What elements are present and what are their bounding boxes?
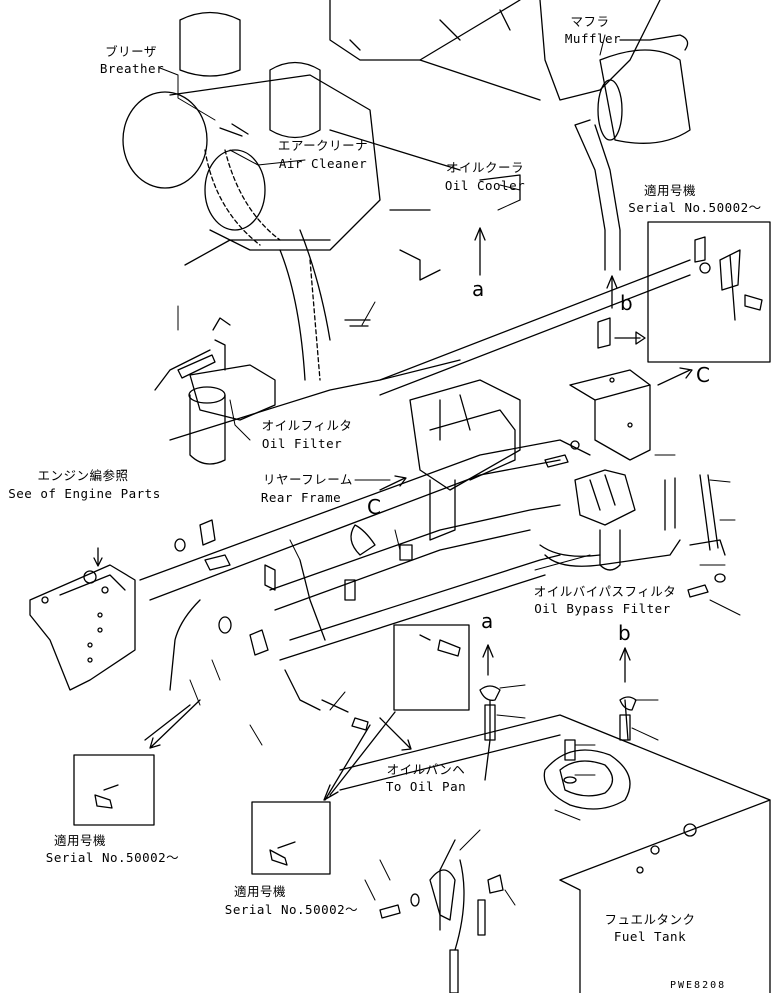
rear-frame-label-jp: リヤーフレーム [263,472,353,487]
breather-label-en: Breather [99,61,165,76]
engine-ref-label-jp: エンジン編参照 [37,468,129,483]
serial-label-jp-center: 適用号機 [233,884,286,899]
breather-label-jp: ブリーザ [105,44,157,59]
detail-inset-left [73,754,155,826]
oil-filter-label-en: Oil Filter [261,436,343,451]
ref-b-lower: b [618,621,632,645]
ref-a-upper: a [472,277,485,301]
serial-label-en-left: Serial No.50002～ [45,850,180,865]
oil-bypass-filter [539,469,726,571]
muffler-label-jp: マフラ [570,14,610,29]
bracket-c [569,317,651,461]
detail-inset-b [647,221,771,363]
muffler [574,34,691,271]
rear-frame-label-en: Rear Frame [260,490,342,505]
engine-ref-label-en: See of Engine Parts [8,486,161,501]
fuel-tank [339,714,771,993]
fuel-tank-label-en: Fuel Tank [613,929,687,944]
muffler-label-en: Muffler [564,31,622,46]
hoses [169,559,629,951]
detail-inset-center [251,801,331,875]
fuel-tank-label-jp: フュエルタンク [604,912,696,927]
drawing-code: PWE8208 [670,980,727,991]
ref-c-left: C [367,495,382,519]
to-oil-pan-label-jp: オイルパンヘ [386,762,466,777]
chassis [154,129,691,441]
direction-arrows [144,227,693,801]
oil-cooler-label-jp: オイルクーラ [445,160,524,175]
serial-label-en-top: Serial No.50002～ [628,200,762,215]
serial-label-jp-top: 適用号機 [643,183,696,198]
bypass-filter-label-jp: オイルバイパスフィルタ [533,584,677,599]
ref-b-upper: b [620,291,634,315]
engine-block [329,0,661,101]
serial-label-jp-left: 適用号機 [53,833,106,848]
to-oil-pan-label-en: To Oil Pan [385,779,467,794]
fasteners [174,319,726,993]
detail-inset-right [393,624,470,711]
engine-mount-bracket [29,547,136,691]
air-cleaner-label-en: Air Cleaner [278,156,368,171]
ref-a-lower: a [481,609,494,633]
serial-label-en-center: Serial No.50002～ [224,902,359,917]
oil-cooler-label-en: Oil Cooler [444,178,526,193]
rear-frame [139,379,591,661]
bypass-filter-label-en: Oil Bypass Filter [534,601,671,616]
air-cleaner [122,11,381,381]
air-cleaner-label-jp: エアークリーナ [277,138,369,153]
oil-filter [177,317,276,465]
leader-lines [159,34,741,906]
ref-c-right: C [696,363,711,387]
oil-filter-label-jp: オイルフィルタ [261,418,353,433]
